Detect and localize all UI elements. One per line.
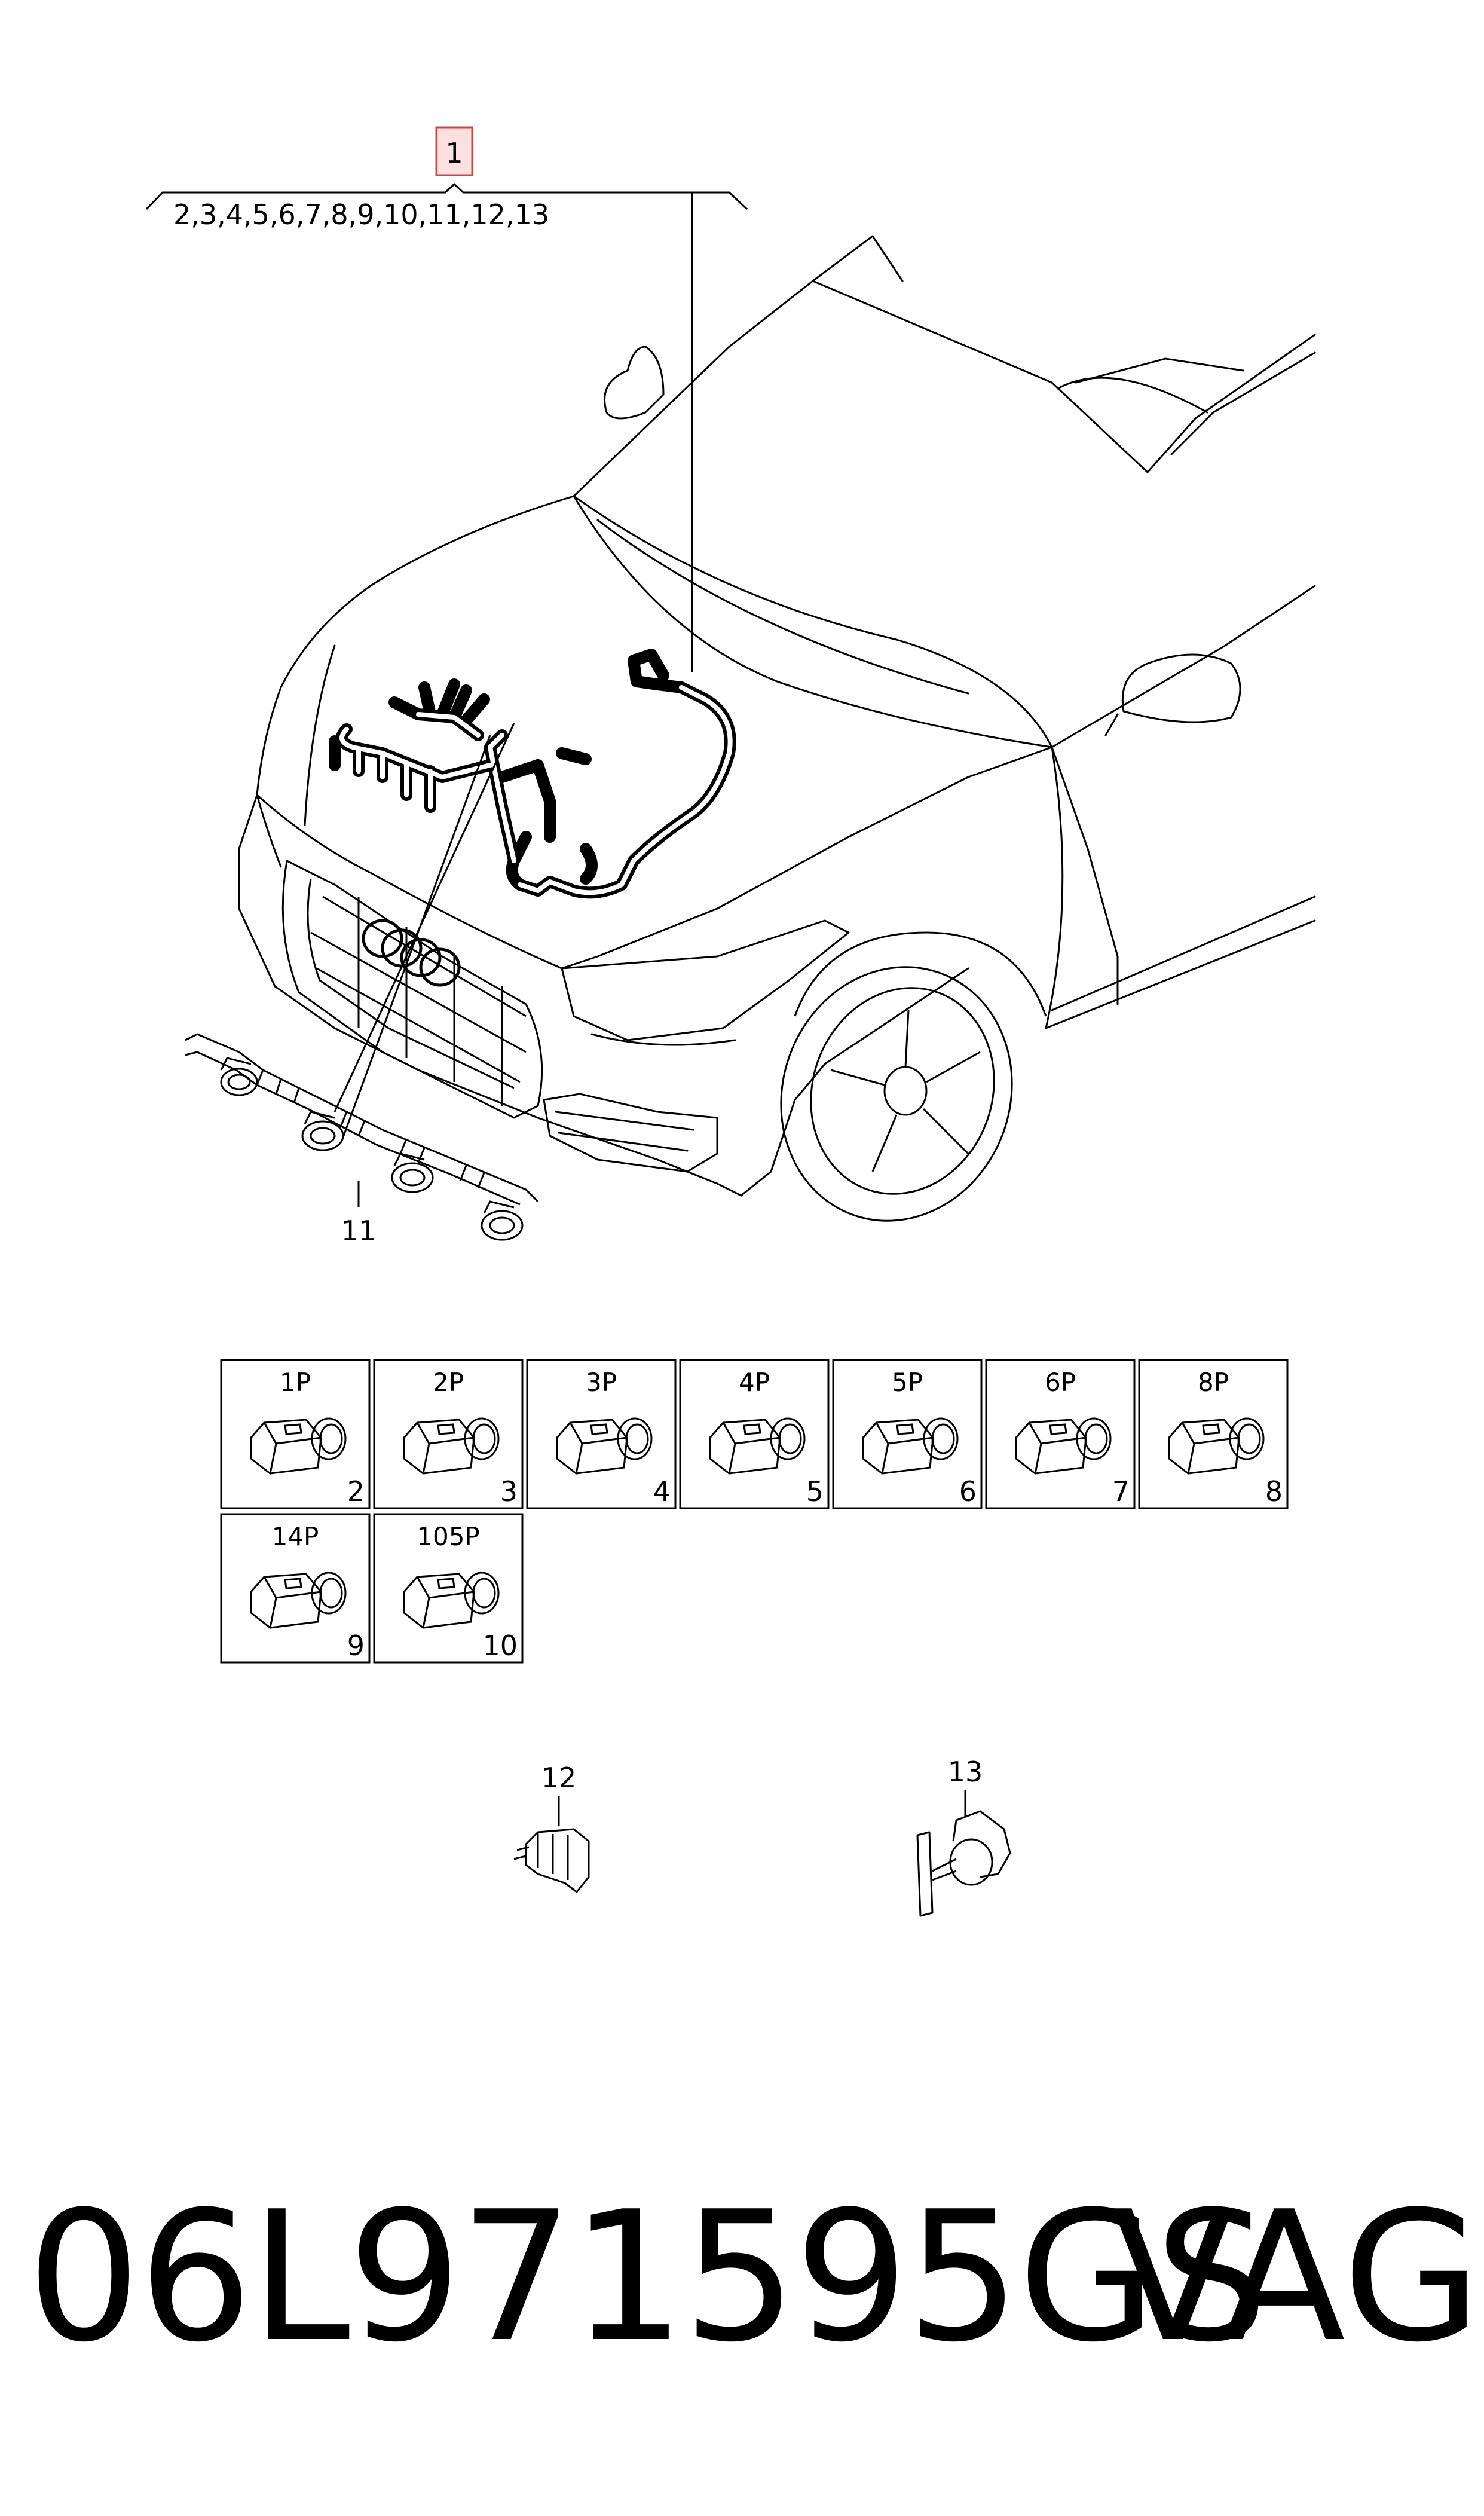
connector-plug-icon <box>862 1417 959 1475</box>
connector-plug-icon <box>403 1417 500 1475</box>
connector-plug-icon <box>250 1572 347 1629</box>
part-13-bracket[interactable] <box>916 1790 1011 1917</box>
wiring-harness <box>329 649 736 899</box>
connector-plug-icon <box>709 1417 806 1475</box>
leader-lines <box>333 723 515 1207</box>
wheel <box>780 931 1047 1222</box>
connector-pin-label: 4P <box>739 1368 770 1397</box>
connector-grid: 1P 2 2P 3 3P 4 4P 5 5P 6 6P 7 8P 8 14P 9 105P 10 <box>220 1359 1289 1664</box>
connector-item-number: 7 <box>1112 1475 1130 1508</box>
connector-pin-label: 3P <box>586 1368 617 1397</box>
connector-item-number: 4 <box>653 1475 671 1508</box>
callout-1[interactable]: 1 <box>435 126 473 176</box>
grille <box>281 859 543 1119</box>
callout-11-label: 11 <box>341 1215 377 1247</box>
connector-item-number: 5 <box>806 1475 824 1508</box>
callout-12-label: 12 <box>541 1762 577 1794</box>
connector-3P[interactable]: 3P 4 <box>526 1359 677 1509</box>
connector-plug-icon <box>1168 1417 1265 1475</box>
connector-6P[interactable]: 6P 7 <box>985 1359 1136 1509</box>
connector-item-number: 8 <box>1265 1475 1283 1508</box>
connector-item-number: 10 <box>482 1630 518 1662</box>
connector-2P[interactable]: 2P 3 <box>373 1359 524 1509</box>
connector-105P[interactable]: 105P 10 <box>373 1513 524 1664</box>
connector-plug-icon <box>250 1417 347 1475</box>
part-11-harness[interactable] <box>185 1033 539 1241</box>
wiring-harness-core <box>339 685 733 895</box>
callout-1-label: 1 <box>445 137 463 169</box>
callout-13-label: 13 <box>948 1756 983 1788</box>
connector-item-number: 2 <box>347 1475 365 1508</box>
brand-name: VAG <box>1112 2173 1482 2382</box>
connector-plug-icon <box>1015 1417 1112 1475</box>
logo-rings-icon <box>362 919 461 987</box>
connector-pin-label: 5P <box>892 1368 923 1397</box>
connector-pin-label: 105P <box>417 1522 480 1551</box>
part-12-clip[interactable] <box>513 1796 590 1893</box>
connector-pin-label: 6P <box>1045 1368 1076 1397</box>
connector-1P[interactable]: 1P 2 <box>220 1359 371 1509</box>
connector-4P[interactable]: 4P 5 <box>679 1359 830 1509</box>
connector-5P[interactable]: 5P 6 <box>832 1359 983 1509</box>
callout-list: 2,3,4,5,6,7,8,9,10,11,12,13 <box>173 198 549 231</box>
connector-pin-label: 8P <box>1198 1368 1229 1397</box>
car-outline <box>238 235 1316 1197</box>
part-number: 06L971595GS <box>27 2173 1268 2382</box>
connector-item-number: 3 <box>500 1475 518 1508</box>
connector-item-number: 6 <box>959 1475 977 1508</box>
connector-plug-icon <box>556 1417 653 1475</box>
connector-pin-label: 2P <box>433 1368 464 1397</box>
callout-bracket <box>145 182 748 672</box>
connector-plug-icon <box>403 1572 500 1629</box>
connector-pin-label: 1P <box>280 1368 311 1397</box>
connector-item-number: 9 <box>347 1630 365 1662</box>
connector-14P[interactable]: 14P 9 <box>220 1513 371 1664</box>
connector-8P[interactable]: 8P 8 <box>1138 1359 1289 1509</box>
connector-pin-label: 14P <box>272 1522 319 1551</box>
